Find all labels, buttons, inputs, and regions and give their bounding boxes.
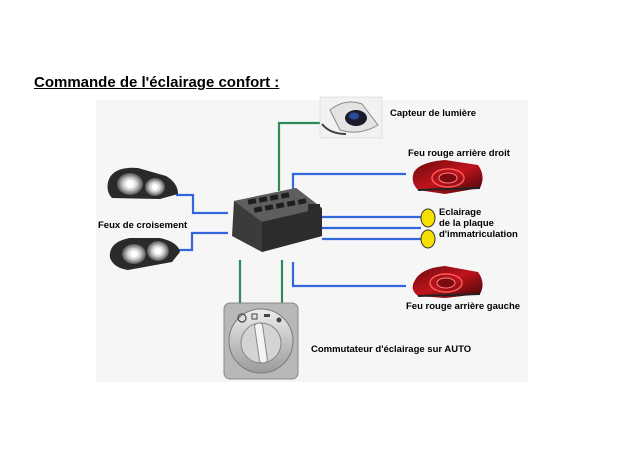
headlight-lower-image [109, 238, 180, 270]
diagram-title: Commande de l'éclairage confort : [34, 74, 280, 91]
light-sensor-image [319, 96, 383, 139]
plate-bulb-upper [420, 208, 436, 228]
control-unit-image [232, 188, 322, 252]
plate-light-bulbs [420, 208, 436, 249]
wire-light-sensor [277, 121, 320, 191]
light-switch-image [223, 302, 299, 380]
label-rear-right-light: Feu rouge arrière droit [408, 148, 510, 159]
label-plate-line-1: Eclairage [439, 207, 482, 218]
label-light-switch: Commutateur d'éclairage sur AUTO [311, 344, 472, 355]
wire-rear-left [291, 262, 406, 288]
tail-light-right-image [412, 160, 483, 194]
tail-light-left-image [412, 266, 483, 298]
label-plate-lighting: Eclairage de la plaque d'immatriculation [439, 207, 518, 240]
wire-rear-right [291, 172, 406, 193]
label-plate-line-2: de la plaque [439, 218, 494, 229]
label-light-sensor: Capteur de lumière [390, 108, 477, 119]
label-plate-line-3: d'immatriculation [439, 229, 518, 240]
label-rear-left-light: Feu rouge arrière gauche [406, 301, 521, 312]
plate-bulb-lower [420, 229, 436, 249]
wire-lowbeam-upper [176, 193, 228, 215]
blue-wires [176, 172, 421, 288]
green-wires [238, 121, 320, 305]
label-low-beam: Feux de croisement [98, 220, 188, 231]
wire-lowbeam-lower [176, 231, 228, 252]
headlight-upper-image [107, 167, 178, 199]
